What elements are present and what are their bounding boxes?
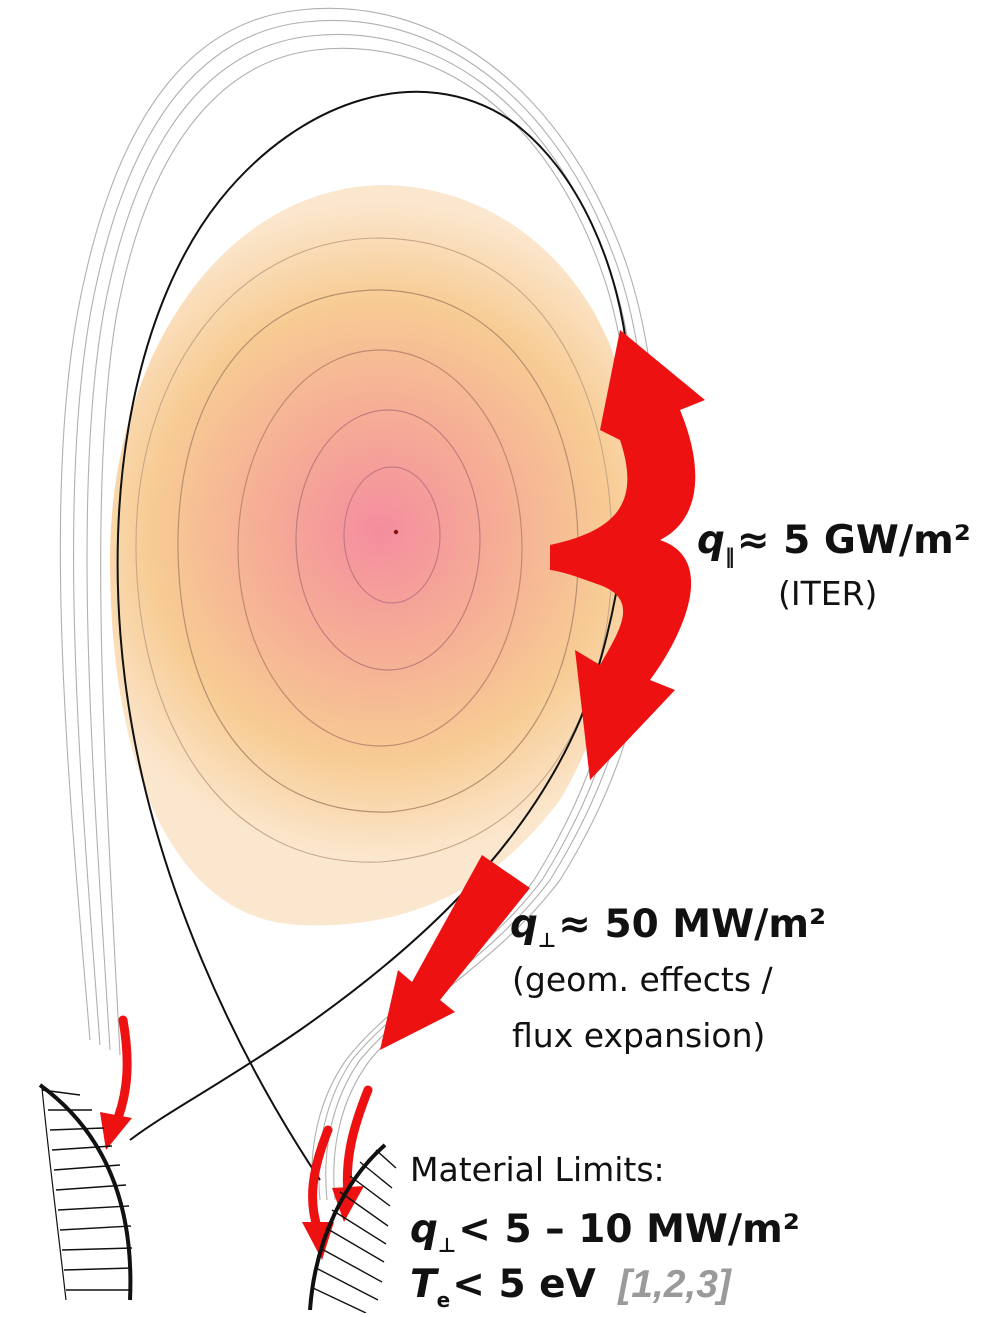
geom-effects-note: (geom. effects / [512,960,773,999]
te-value: < 5 eV [452,1262,596,1307]
small-arrows [113,1015,373,1235]
separatrix [116,90,633,1181]
flux-surfaces [135,237,613,863]
iter-note: (ITER) [778,574,878,613]
q-perp-symbol: q [510,902,538,947]
te-subscript: e [436,1288,451,1312]
q-limit-symbol: q [410,1207,438,1252]
q-perp-label: q⊥≈ 50 MW/m² [510,902,827,952]
material-limits-title: Material Limits: [410,1150,665,1189]
q-parallel-subscript: ‖ [724,544,735,568]
q-parallel-symbol: q [697,518,725,563]
q-perp-value: ≈ 50 MW/m² [558,902,827,947]
heat-flux-arrow-parallel [550,330,705,780]
divertor-target-plate-right [308,1143,397,1314]
q-limit-subscript: ⊥ [437,1233,457,1257]
plasma-core [110,185,633,926]
flux-expansion-note: flux expansion) [512,1016,766,1055]
citation: [1,2,3] [618,1263,731,1306]
te-limit: Te< 5 eV [1,2,3] [410,1262,731,1312]
q-limit-value: < 5 – 10 MW/m² [458,1207,800,1252]
te-symbol: T [410,1262,437,1307]
divertor-target-plate-left [38,1083,133,1301]
q-parallel-label: q‖≈ 5 GW/m² [697,518,971,568]
q-perp-subscript: ⊥ [537,928,557,952]
q-parallel-value: ≈ 5 GW/m² [736,518,971,563]
q-perp-limit: q⊥< 5 – 10 MW/m² [410,1207,800,1257]
heat-flux-arrow-perp [380,855,530,1050]
